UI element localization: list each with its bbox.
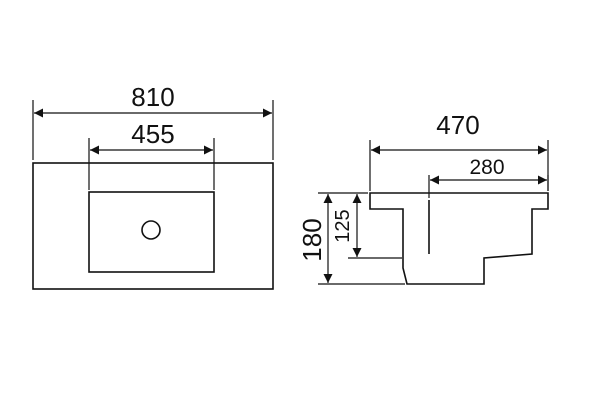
basin-outline bbox=[32, 162, 274, 290]
dimension-label-810: 810 bbox=[131, 82, 174, 112]
dimension-455 bbox=[88, 138, 215, 190]
dimension-label-125: 125 bbox=[332, 209, 354, 242]
dimension-label-280: 280 bbox=[469, 156, 504, 179]
dimension-180 bbox=[318, 192, 405, 285]
dimension-label-470: 470 bbox=[436, 110, 479, 140]
basin-profile bbox=[369, 192, 549, 285]
drain-hole bbox=[141, 220, 161, 240]
dimension-125 bbox=[348, 194, 402, 259]
side-view bbox=[369, 192, 549, 285]
top-view bbox=[32, 162, 274, 290]
bowl-outline bbox=[88, 191, 215, 273]
dimension-280 bbox=[428, 175, 549, 198]
dimension-label-180: 180 bbox=[297, 218, 327, 261]
dimension-470 bbox=[369, 140, 549, 191]
dimension-label-455: 455 bbox=[131, 119, 174, 149]
dimension-810 bbox=[32, 100, 274, 160]
